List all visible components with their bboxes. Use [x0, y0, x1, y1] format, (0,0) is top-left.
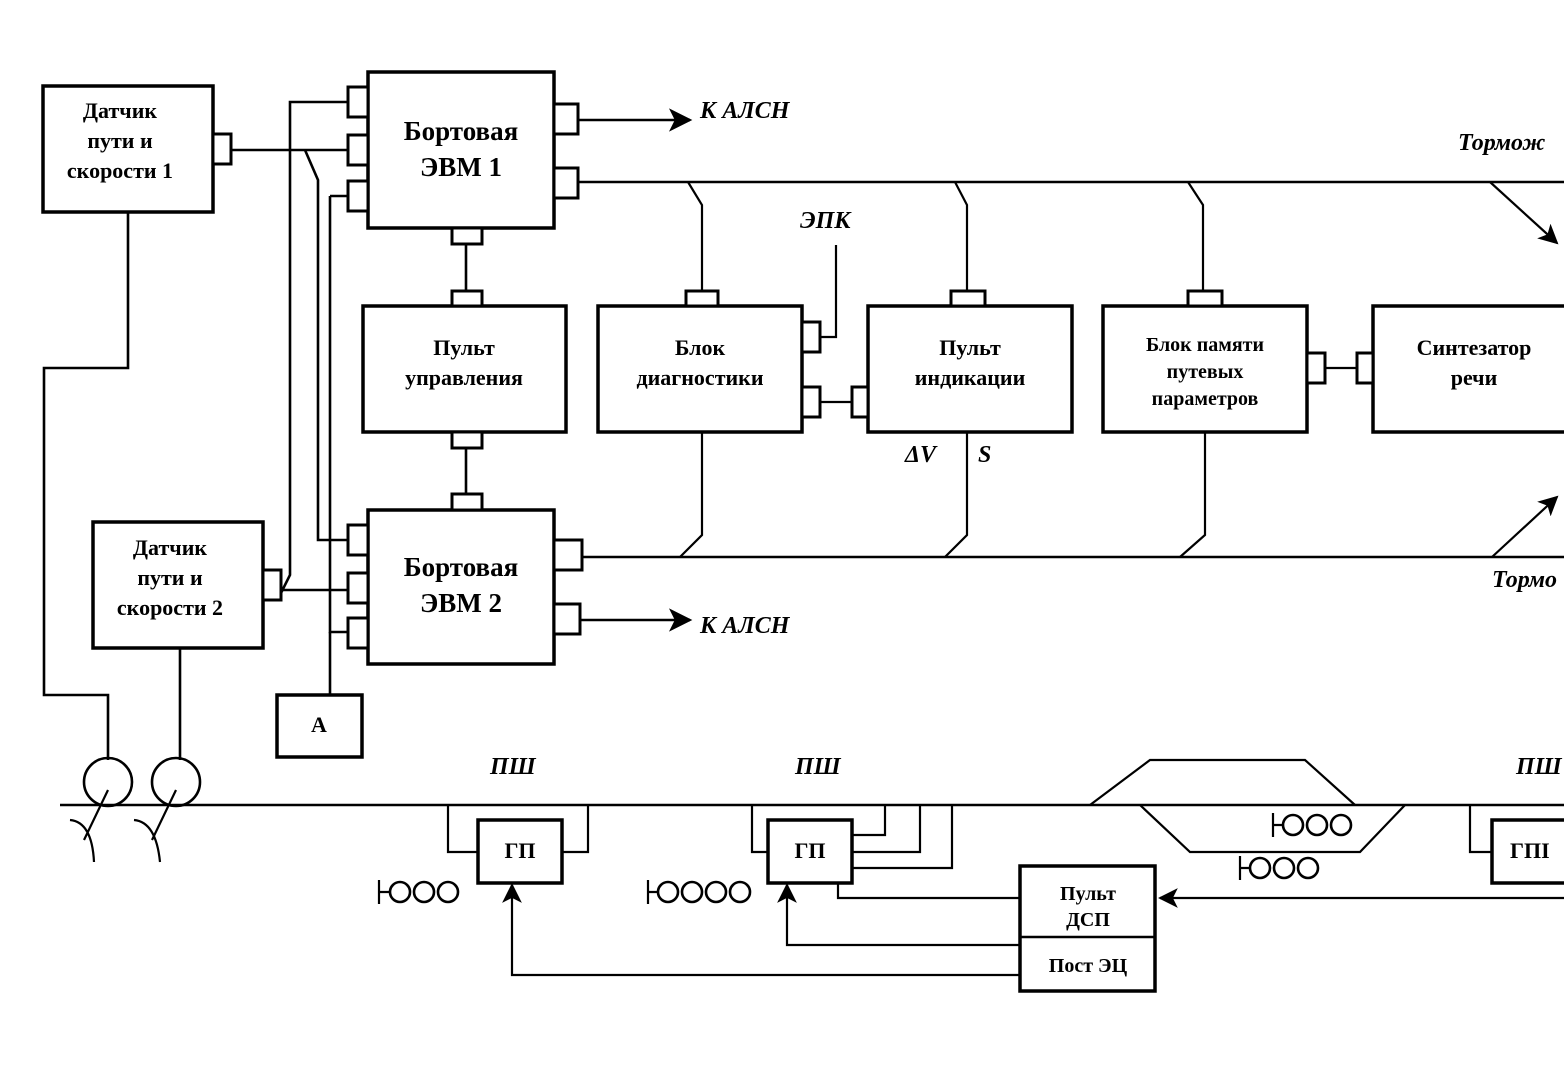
alsn-top-label: К АЛСН	[699, 98, 791, 124]
epk-label: ЭПК	[800, 208, 852, 234]
delta-v-label: ΔV	[904, 442, 938, 468]
computer-2-line-2: ЭВМ 2	[420, 588, 502, 618]
memory-line-1: Блок памяти	[1146, 334, 1264, 356]
sensor-1-line-1: Датчик	[83, 98, 157, 123]
speech-line-2: речи	[1451, 365, 1498, 390]
indication-panel-block: Пульт индикации	[850, 289, 1074, 434]
control-panel-line-1: Пульт	[433, 335, 495, 360]
control-panel-line-2: управления	[405, 365, 523, 390]
wheel-2	[133, 756, 202, 863]
sensor-2-line-2: пути и	[137, 565, 203, 590]
block-a: А	[275, 693, 364, 759]
diagnostics-line-1: Блок	[675, 335, 726, 360]
memory-line-3: параметров	[1152, 388, 1259, 410]
alsn-bottom-label: К АЛСН	[699, 613, 791, 639]
control-panel-block: Пульт управления	[361, 289, 568, 450]
computer-1-line-1: Бортовая	[404, 116, 518, 146]
train-symbol-2	[646, 880, 752, 904]
brake-top-label: Тормож	[1458, 130, 1545, 156]
indication-line-2: индикации	[915, 365, 1026, 390]
sensor-1-line-2: пути и	[87, 128, 153, 153]
gp-2-label: ГП	[794, 838, 825, 863]
sensor-1-line-3: скорости 1	[67, 158, 173, 183]
computer-2-line-1: Бортовая	[404, 552, 518, 582]
indication-line-1: Пульт	[939, 335, 1001, 360]
sensor-2-line-3: скорости 2	[117, 595, 223, 620]
dsp-panel-block: Пульт ДСП Пост ЭЦ	[1018, 864, 1157, 993]
diagnostics-line-2: диагностики	[636, 365, 763, 390]
psh-3-label: ПШ	[1515, 754, 1563, 780]
gp-3-label: ГПI	[1510, 838, 1550, 863]
computer-2-block: Бортовая ЭВМ 2	[346, 492, 584, 666]
memory-line-2: путевых	[1167, 361, 1244, 383]
train-symbol-1	[377, 880, 460, 904]
speech-synth-block: Синтезатор речи	[1355, 304, 1564, 434]
speech-line-1: Синтезатор	[1417, 335, 1532, 360]
brake-bottom-label: Тормо	[1492, 567, 1557, 593]
train-symbol-4	[1238, 856, 1320, 880]
gp-2-block: ГП	[766, 818, 854, 885]
sensor-2-line-1: Датчик	[133, 535, 207, 560]
computer-1-block: Бортовая ЭВМ 1	[346, 70, 580, 246]
wheel-1	[69, 756, 134, 863]
computer-1-line-2: ЭВМ 1	[420, 152, 502, 182]
gp-1-block: ГП	[476, 818, 564, 885]
sensor-1-block: Датчик пути и скорости 1	[41, 84, 233, 214]
diagnostics-block: Блок диагностики	[596, 289, 822, 434]
gp-3-block: ГПI	[1490, 818, 1564, 885]
psh-2-label: ПШ	[794, 754, 842, 780]
block-a-label: А	[311, 712, 327, 737]
sensor-2-block: Датчик пути и скорости 2	[91, 520, 283, 650]
ec-post-label: Пост ЭЦ	[1049, 955, 1128, 977]
memory-block: Блок памяти путевых параметров	[1101, 289, 1327, 434]
train-symbol-3	[1271, 813, 1353, 837]
psh-1-label: ПШ	[489, 754, 537, 780]
s-label: S	[978, 442, 991, 468]
gp-1-label: ГП	[504, 838, 535, 863]
wiring	[42, 100, 1564, 977]
dsp-panel-line-1: Пульт	[1060, 883, 1116, 905]
dsp-panel-line-2: ДСП	[1066, 909, 1110, 931]
